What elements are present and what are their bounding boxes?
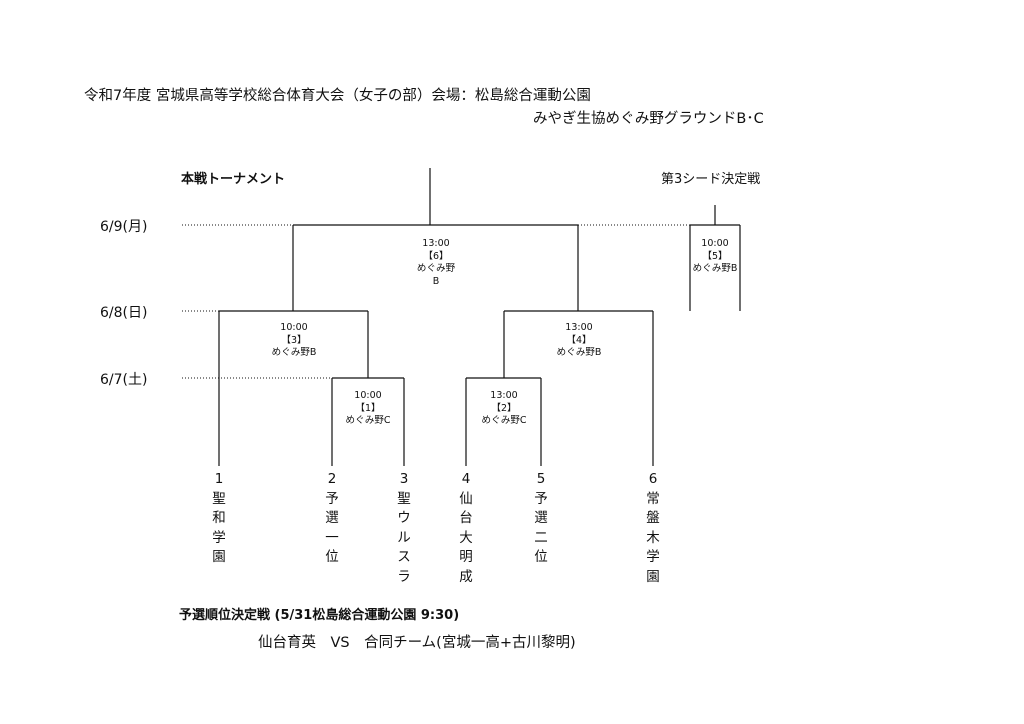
date-label-day2: 6/8(日) bbox=[100, 305, 148, 321]
match-2-venue: めぐみ野C bbox=[481, 415, 527, 426]
match-4-venue: めぐみ野B bbox=[556, 347, 602, 358]
team-4-name: 仙台大明成 bbox=[459, 490, 473, 585]
match-2-info: 13:00 【2】 めぐみ野C bbox=[454, 390, 554, 428]
team-5-name: 予選二位 bbox=[534, 490, 548, 566]
team-1-seed: 1 bbox=[214, 471, 224, 487]
team-1-name: 聖和学園 bbox=[212, 490, 226, 566]
match-3-time: 10:00 bbox=[280, 322, 308, 333]
qualifier-title: 予選順位決定戦 (5/31松島総合運動公園 9:30) bbox=[179, 608, 460, 623]
match-4-info: 13:00 【4】 めぐみ野B bbox=[529, 322, 629, 360]
match-5-venue: めぐみ野B bbox=[692, 263, 738, 274]
match-1-number: 【1】 bbox=[355, 402, 381, 414]
match-4-number: 【4】 bbox=[566, 334, 592, 346]
team-2: 2 予選一位 bbox=[320, 470, 344, 568]
match-3-info: 10:00 【3】 めぐみ野B bbox=[244, 322, 344, 360]
match-3-venue: めぐみ野B bbox=[271, 347, 317, 358]
match-3-number: 【3】 bbox=[281, 334, 307, 346]
team-3: 3 聖ウルスラ bbox=[392, 470, 416, 587]
team-3-seed: 3 bbox=[399, 471, 409, 487]
qualifier-match: 仙台育英 VS 合同チーム(宮城一高+古川黎明) bbox=[258, 635, 576, 651]
team-6-name: 常盤木学園 bbox=[646, 490, 660, 585]
match-6-time: 13:00 bbox=[422, 238, 450, 249]
seed-decider-title: 第3シード決定戦 bbox=[661, 172, 761, 187]
match-5-info: 10:00 【5】 めぐみ野B bbox=[665, 238, 765, 276]
match-1-info: 10:00 【1】 めぐみ野C bbox=[318, 390, 418, 428]
match-2-time: 13:00 bbox=[490, 390, 518, 401]
team-5: 5 予選二位 bbox=[529, 470, 553, 568]
match-6-number: 【6】 bbox=[423, 250, 449, 262]
match-6-venue: めぐみ野 bbox=[416, 263, 456, 274]
team-4-seed: 4 bbox=[461, 471, 471, 487]
match-1-venue: めぐみ野C bbox=[345, 415, 391, 426]
date-label-day3: 6/9(月) bbox=[100, 219, 148, 235]
match-1-time: 10:00 bbox=[354, 390, 382, 401]
match-5-time: 10:00 bbox=[701, 238, 729, 249]
section-title: 本戦トーナメント bbox=[181, 172, 286, 187]
team-4: 4 仙台大明成 bbox=[454, 470, 478, 587]
page-title: 令和7年度 宮城県高等学校総合体育大会（女子の部）会場：松島総合運動公園 bbox=[84, 88, 591, 104]
team-6: 6 常盤木学園 bbox=[641, 470, 665, 587]
team-2-name: 予選一位 bbox=[325, 490, 339, 566]
venue-subtitle: みやぎ生協めぐみ野グラウンドB･C bbox=[533, 111, 764, 127]
match-6-field: B bbox=[432, 275, 440, 287]
team-6-seed: 6 bbox=[648, 471, 658, 487]
team-2-seed: 2 bbox=[327, 471, 337, 487]
match-2-number: 【2】 bbox=[491, 402, 517, 414]
match-6-info: 13:00 【6】 めぐみ野 B bbox=[386, 238, 486, 288]
team-1: 1 聖和学園 bbox=[207, 470, 231, 568]
team-5-seed: 5 bbox=[536, 471, 546, 487]
match-5-number: 【5】 bbox=[702, 250, 728, 262]
match-4-time: 13:00 bbox=[565, 322, 593, 333]
date-label-day1: 6/7(土) bbox=[100, 372, 148, 388]
team-3-name: 聖ウルスラ bbox=[397, 490, 411, 585]
